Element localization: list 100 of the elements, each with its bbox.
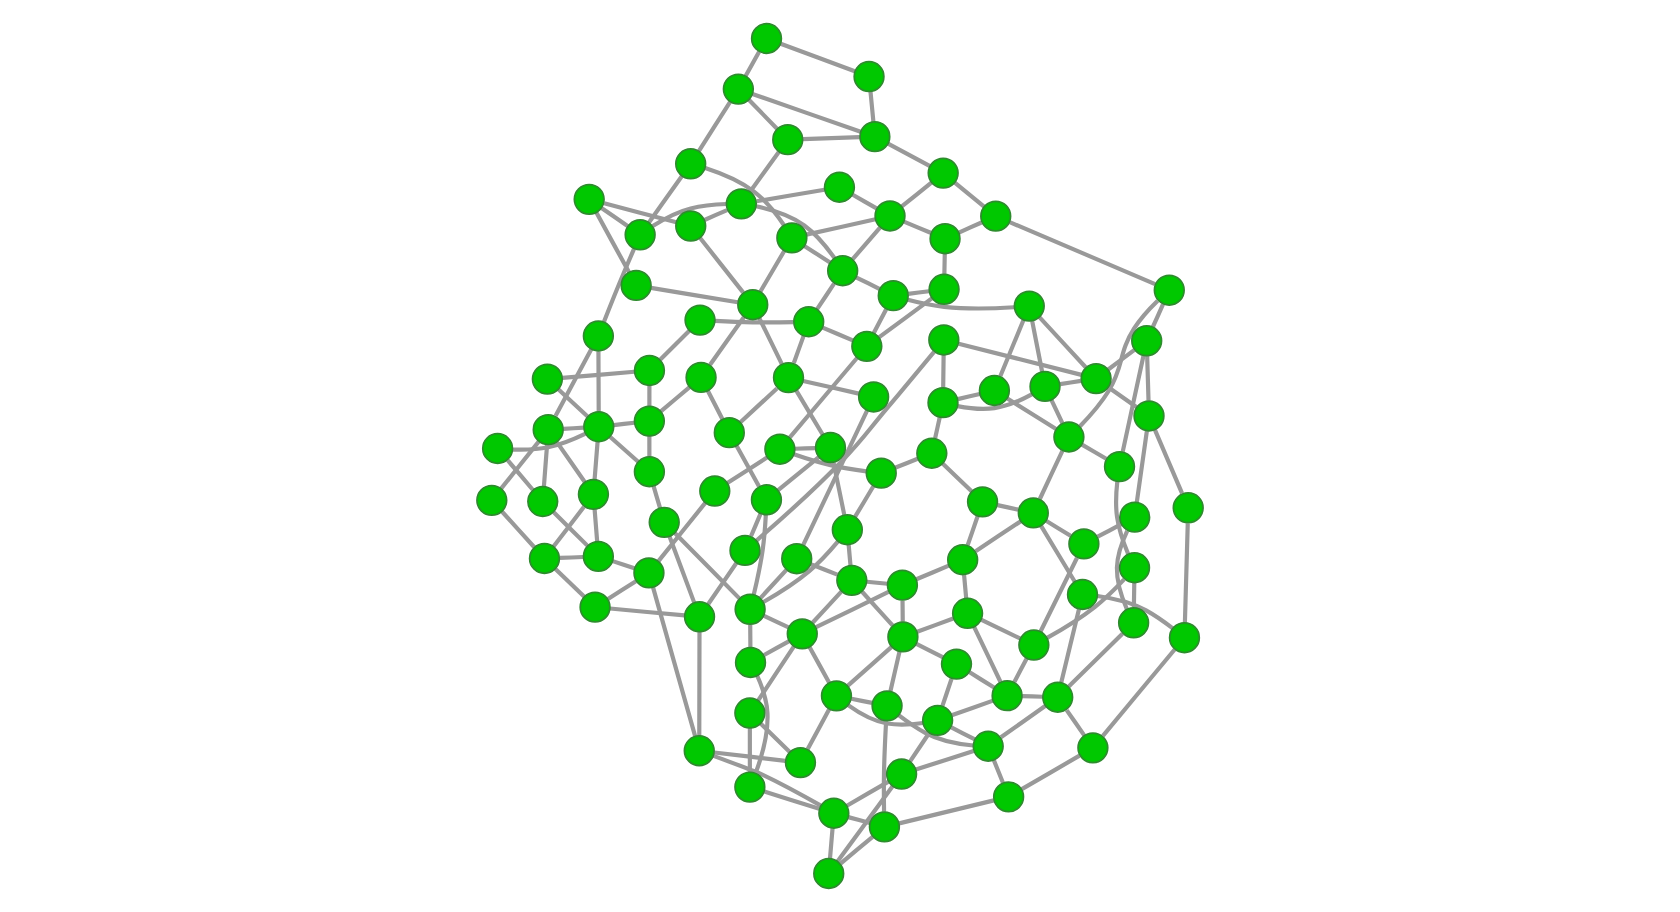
connector	[1064, 708, 1087, 737]
node-circle	[1017, 497, 1049, 529]
node-circle	[722, 73, 755, 105]
connector	[881, 720, 889, 812]
connector	[762, 613, 790, 630]
connector	[839, 835, 874, 866]
connector	[846, 544, 853, 566]
connector	[805, 217, 876, 237]
connector	[556, 387, 590, 419]
node-circle	[675, 148, 707, 180]
connector	[553, 567, 586, 599]
connector	[759, 722, 792, 754]
connector	[915, 563, 950, 582]
connector	[500, 510, 536, 549]
connector	[751, 92, 862, 134]
connector	[1131, 582, 1137, 608]
connector	[755, 204, 837, 260]
node-circle	[620, 269, 652, 302]
connector	[957, 392, 1034, 411]
connector	[851, 696, 873, 705]
connector	[613, 420, 635, 428]
node-circle	[966, 486, 999, 518]
connector	[1114, 481, 1131, 555]
node-circle	[921, 704, 954, 737]
node-circle	[1068, 528, 1100, 560]
connector	[907, 297, 1015, 311]
connector	[788, 356, 859, 439]
connector	[506, 458, 535, 492]
connector	[855, 275, 881, 291]
node-circle	[868, 811, 901, 843]
connector	[1022, 694, 1043, 699]
connector	[748, 624, 753, 648]
node-circle	[737, 289, 769, 321]
connector	[894, 456, 919, 470]
node-circle	[750, 22, 783, 55]
connector	[980, 617, 1022, 641]
node-circle	[734, 697, 766, 729]
node-circle	[786, 618, 818, 650]
node-circle	[823, 171, 856, 203]
connector	[898, 798, 995, 826]
connector	[608, 435, 640, 464]
connector	[747, 98, 779, 131]
connector	[868, 91, 876, 122]
node-circle	[927, 386, 959, 419]
connector	[713, 750, 786, 763]
node-circle	[1018, 629, 1050, 661]
node-circle	[980, 200, 1012, 232]
node-circle	[532, 414, 564, 446]
node-circle	[685, 361, 717, 394]
connector	[835, 784, 895, 863]
connector	[647, 436, 652, 457]
node-circle	[853, 60, 885, 93]
connector	[972, 626, 1003, 683]
connector	[1097, 593, 1175, 630]
node-circle	[1131, 325, 1163, 357]
connector	[603, 201, 677, 225]
connector	[900, 180, 933, 209]
connector	[756, 187, 825, 204]
node-circle	[582, 320, 615, 352]
node-circle	[781, 543, 813, 575]
connector	[900, 600, 905, 622]
node-circle	[573, 183, 605, 215]
connector	[596, 351, 601, 412]
connector	[968, 670, 996, 690]
connector	[871, 308, 888, 334]
connector	[753, 675, 770, 774]
connector	[697, 632, 702, 736]
node-circle	[1080, 362, 1112, 395]
node-circle	[831, 514, 863, 546]
connector	[877, 296, 934, 340]
connector	[950, 698, 994, 718]
connector	[851, 192, 879, 211]
connector	[903, 219, 932, 235]
node-circle	[633, 557, 665, 589]
connector	[776, 455, 821, 492]
node-circle	[1117, 607, 1150, 639]
node-circle	[729, 534, 761, 567]
node-circle	[684, 304, 716, 336]
node-circle	[577, 478, 610, 511]
connector	[562, 369, 635, 380]
connector	[705, 389, 725, 421]
connector	[1020, 753, 1081, 791]
connector	[698, 236, 745, 294]
connector	[594, 211, 631, 274]
connector	[650, 285, 739, 305]
node-circle	[633, 354, 666, 387]
node-circle	[579, 591, 611, 623]
connector	[714, 318, 794, 325]
node-circle	[1077, 732, 1109, 764]
node-circle	[887, 621, 919, 653]
connector	[657, 501, 708, 563]
node-circle	[764, 433, 796, 465]
connector	[1150, 303, 1165, 328]
connector	[1039, 524, 1077, 583]
node-circle	[725, 188, 757, 220]
connector	[809, 562, 839, 577]
node-circle	[1066, 578, 1099, 611]
connector	[793, 452, 867, 474]
node-circle	[776, 222, 808, 254]
connector	[541, 444, 550, 487]
